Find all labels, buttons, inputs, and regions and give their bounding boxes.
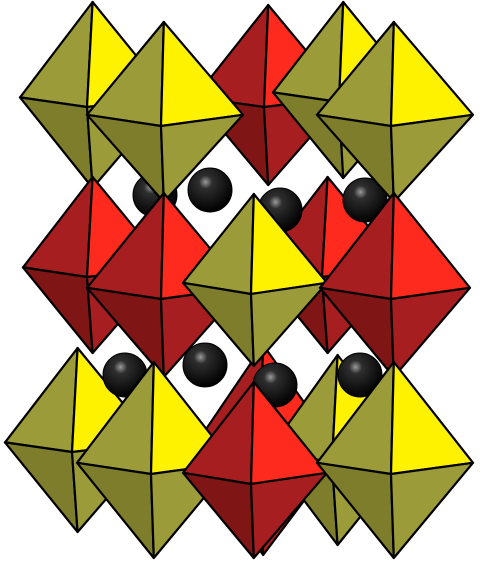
cation-sphere (183, 343, 227, 387)
cation-sphere (188, 168, 232, 212)
